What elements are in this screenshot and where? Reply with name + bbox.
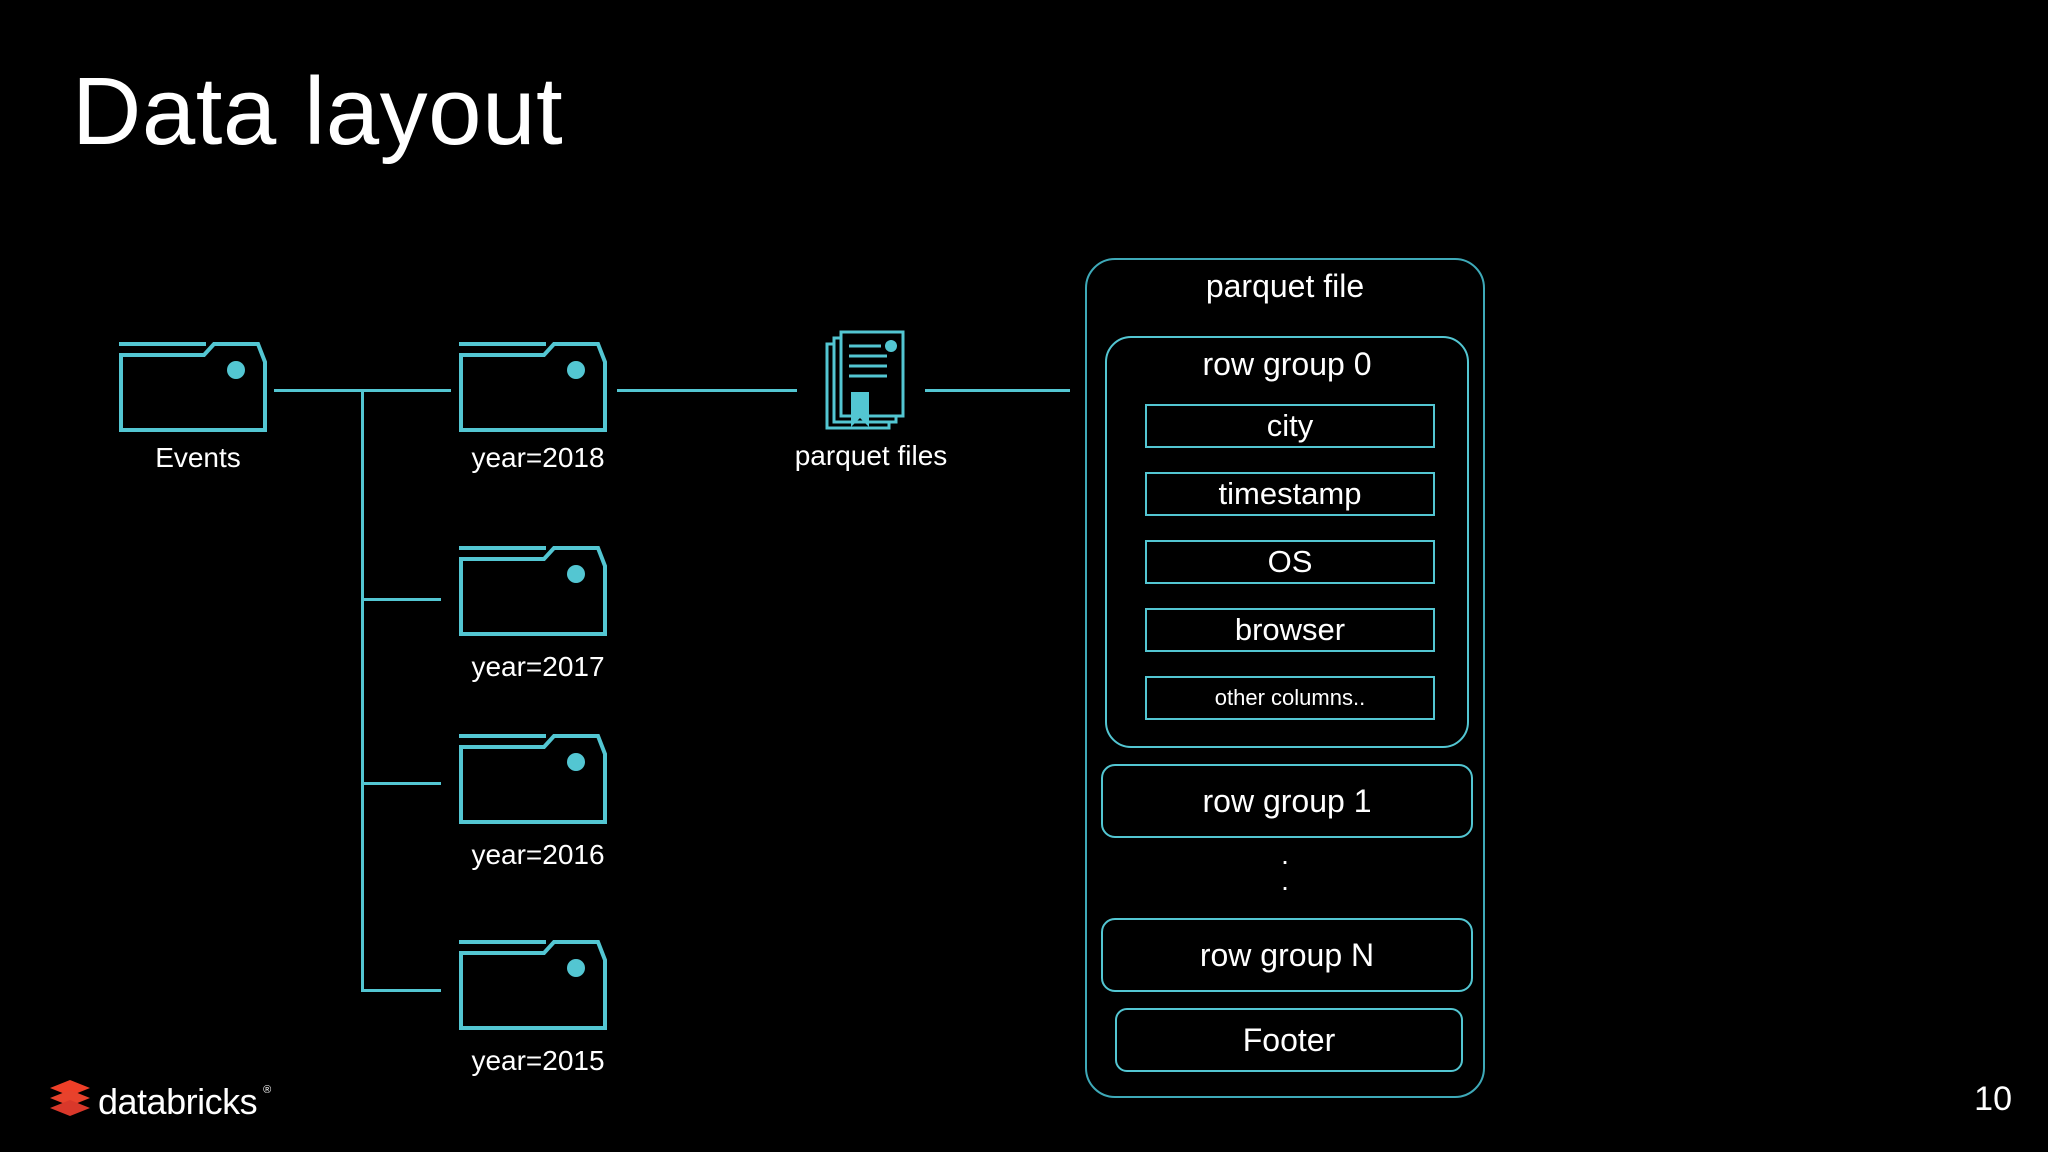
- ellipsis-dot-top: .: [1281, 839, 1289, 870]
- folder-label-year-2018: year=2018: [471, 442, 605, 473]
- connector-branch-2017: [361, 598, 441, 601]
- connector-events-to-trunk: [274, 389, 364, 392]
- folder-label-events: Events: [155, 442, 241, 473]
- row-group-0-title: row group 0: [1202, 346, 1372, 382]
- column-chunk-other-columns[interactable]: other columns..: [1145, 676, 1435, 720]
- row-group-1-box[interactable]: row group 1: [1101, 764, 1473, 838]
- column-chunk-os[interactable]: OS: [1145, 540, 1435, 584]
- folder-node-year-2015[interactable]: year=2015: [458, 928, 618, 1076]
- parquet-file-container[interactable]: parquet file row group 0 city timestamp …: [1085, 258, 1485, 1098]
- folder-icon: [458, 928, 610, 1032]
- page-number: 10: [1974, 1080, 2012, 1118]
- footer-box[interactable]: Footer: [1115, 1008, 1463, 1072]
- folder-icon: [458, 722, 610, 826]
- column-chunk-timestamp[interactable]: timestamp: [1145, 472, 1435, 516]
- connector-branch-2015: [361, 989, 441, 992]
- folder-label-year-2016: year=2016: [471, 839, 605, 870]
- folder-icon: [118, 330, 270, 434]
- parquet-files-label: parquet files: [761, 440, 981, 471]
- parquet-files-label-line1: parquet: [794, 440, 890, 471]
- column-chunk-city[interactable]: city: [1145, 404, 1435, 448]
- folder-node-events[interactable]: Events: [118, 330, 278, 473]
- databricks-trademark: ®: [263, 1084, 272, 1096]
- folder-node-year-2018[interactable]: year=2018: [458, 330, 618, 473]
- connector-branch-2016: [361, 782, 441, 785]
- connector-branch-2018: [361, 389, 451, 392]
- folder-node-year-2017[interactable]: year=2017: [458, 534, 618, 682]
- folder-label-year-2017: year=2017: [471, 651, 605, 682]
- folder-icon: [458, 534, 610, 638]
- parquet-files-node[interactable]: parquet files: [795, 330, 947, 471]
- folder-label-year-2015: year=2015: [471, 1045, 605, 1076]
- folder-icon: [458, 330, 610, 434]
- row-group-ellipsis: . .: [1087, 839, 1483, 896]
- databricks-brand: databricks ®: [48, 1078, 271, 1125]
- parquet-file-title: parquet file: [1205, 268, 1365, 304]
- connector-2018-to-files: [617, 389, 797, 392]
- ellipsis-dot-bottom: .: [1281, 865, 1289, 896]
- databricks-logo-icon: [48, 1078, 92, 1125]
- connector-trunk-vertical: [361, 389, 364, 992]
- page-title: Data layout: [72, 58, 564, 165]
- stacked-documents-icon: [825, 330, 917, 434]
- databricks-wordmark: databricks: [98, 1080, 258, 1122]
- parquet-files-label-line2: files: [897, 440, 948, 471]
- row-group-n-box[interactable]: row group N: [1101, 918, 1473, 992]
- column-chunk-list: city timestamp OS browser other columns.…: [1145, 404, 1435, 720]
- folder-node-year-2016[interactable]: year=2016: [458, 722, 618, 870]
- row-group-0-container[interactable]: row group 0 city timestamp OS browser ot…: [1105, 336, 1469, 748]
- connector-files-to-parquet-file: [925, 389, 1070, 392]
- column-chunk-browser[interactable]: browser: [1145, 608, 1435, 652]
